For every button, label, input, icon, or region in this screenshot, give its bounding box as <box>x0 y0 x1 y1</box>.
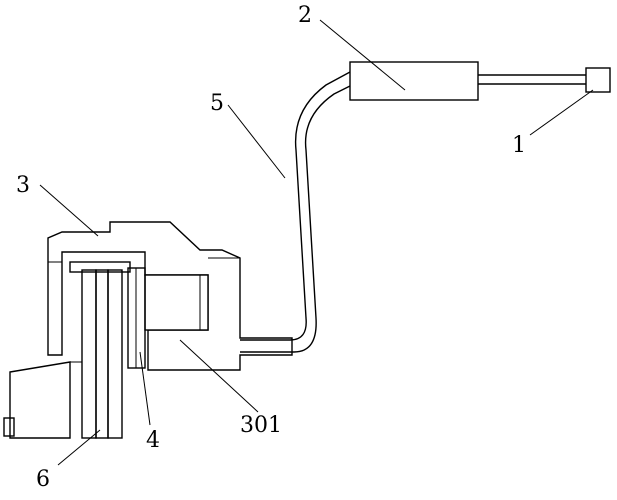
leader-lines <box>39 19 594 466</box>
flexible-cable <box>240 71 351 353</box>
crosshatched-core <box>69 261 131 439</box>
probe-insert <box>127 267 146 369</box>
leader-301 <box>179 339 259 413</box>
base-block <box>3 361 82 439</box>
base-foot <box>3 417 15 437</box>
core-gap <box>95 269 109 439</box>
housing-cavity <box>144 274 209 331</box>
sensor-sleeve <box>349 61 586 101</box>
label-5: 5 <box>210 91 224 116</box>
cable-outer-lower <box>240 85 351 353</box>
label-3: 3 <box>16 173 30 198</box>
leader-4 <box>139 351 151 426</box>
leader-3 <box>39 184 99 237</box>
label-301: 301 <box>240 413 282 438</box>
core-cap <box>69 261 131 273</box>
end-connector <box>585 67 611 93</box>
leader-5 <box>227 104 286 179</box>
label-6: 6 <box>36 467 50 492</box>
sleeve-body <box>349 61 479 101</box>
leader-1 <box>529 89 594 136</box>
cable-outer-upper <box>240 71 351 341</box>
label-4: 4 <box>146 428 160 453</box>
housing-section <box>47 221 293 371</box>
leader-2 <box>319 19 406 91</box>
label-2: 2 <box>298 3 312 28</box>
label-1: 1 <box>512 133 526 158</box>
housing <box>47 221 293 371</box>
leader-6 <box>57 429 101 466</box>
base-plate <box>9 361 71 439</box>
core-strip-left <box>81 269 97 439</box>
core-strip-right <box>107 269 123 439</box>
